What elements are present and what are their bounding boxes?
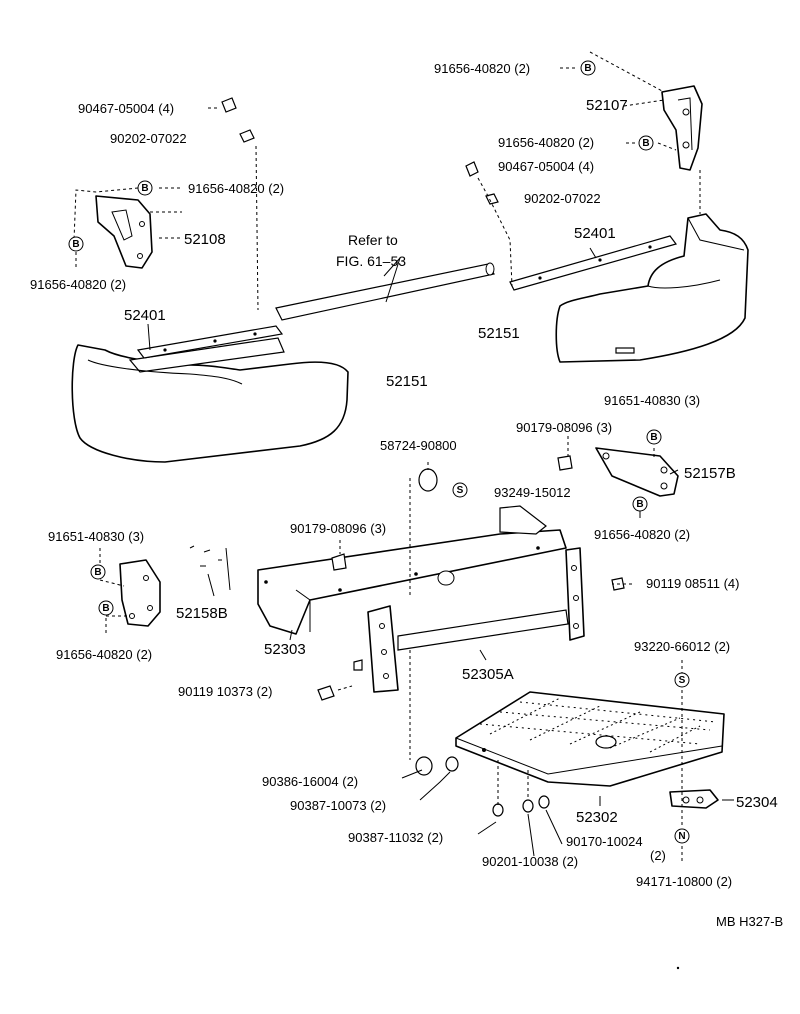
callout-90387-11032: 90387-11032 (2): [348, 830, 443, 845]
callout-90170-qty: (2): [650, 848, 666, 863]
callout-90467-05004: 90467-05004 (4): [498, 159, 594, 174]
clip-plates: [189, 545, 231, 597]
b-symbol: B: [580, 60, 596, 76]
bumper-left-52151: [71, 337, 349, 463]
callout-90170-10024: 90170-10024: [566, 834, 643, 849]
hinge-52304: [669, 789, 719, 809]
svg-text:B: B: [94, 567, 101, 578]
svg-text:B: B: [141, 183, 148, 194]
svg-text:B: B: [584, 63, 591, 74]
callout-90119-10373: 90119 10373 (2): [178, 684, 272, 699]
hardware: [221, 97, 625, 817]
callout-90202-07022: 90202-07022: [524, 191, 601, 206]
callout-91656-40820: 91656-40820 (2): [188, 181, 284, 196]
callout-93249-15012: 93249-15012: [494, 485, 571, 500]
b-symbol: B: [646, 429, 662, 445]
callout-52303: 52303: [264, 641, 306, 658]
callout-52302: 52302: [576, 809, 618, 826]
speck: [676, 966, 680, 970]
callout-94171-10800: 94171-10800 (2): [636, 874, 732, 889]
bracket-52158B: [119, 559, 161, 627]
bumper-right-52151: [555, 213, 749, 363]
svg-text:S: S: [679, 675, 686, 686]
step-frame-52303: [257, 505, 567, 635]
s-symbol: S: [674, 672, 690, 688]
svg-text:N: N: [678, 831, 685, 842]
callout-52108: 52108: [184, 231, 226, 248]
callout-91651-40830: 91651-40830 (3): [48, 529, 144, 544]
svg-text:B: B: [642, 138, 649, 149]
callout-fig-ref: FIG. 61–53: [336, 253, 406, 269]
callout-91656-40820: 91656-40820 (2): [30, 277, 126, 292]
callout-58724-90800: 58724-90800: [380, 438, 457, 453]
callout-91656-40820: 91656-40820 (2): [56, 647, 152, 662]
step-plate-52302: [455, 691, 725, 787]
n-symbol: N: [674, 828, 690, 844]
callout-labels: 91656-40820 (2) 52107 90467-05004 (4) 90…: [30, 61, 783, 929]
callout-90467-05004: 90467-05004 (4): [78, 101, 174, 116]
callout-52401: 52401: [574, 225, 616, 242]
callout-91656-40820: 91656-40820 (2): [594, 527, 690, 542]
leader-lines: [73, 51, 734, 862]
callout-52151: 52151: [478, 325, 520, 342]
svg-text:B: B: [650, 432, 657, 443]
callout-90119-08511: 90119 08511 (4): [646, 576, 739, 591]
step-mount-52305A: [367, 547, 585, 693]
b-symbol: B: [68, 236, 84, 252]
b-symbol: B: [632, 496, 648, 512]
callout-refer-to: Refer to: [348, 232, 398, 248]
svg-text:B: B: [72, 239, 79, 250]
callout-91656-40820: 91656-40820 (2): [498, 135, 594, 150]
callout-91656-40820: 91656-40820 (2): [434, 61, 530, 76]
reinforcement-left-52401: [136, 325, 284, 359]
reinforcement-right-52401: [509, 235, 678, 291]
callout-52107: 52107: [586, 97, 628, 114]
callout-90179-08096: 90179-08096 (3): [290, 521, 386, 536]
bracket-52157B: [595, 447, 679, 497]
bracket-52108: [95, 195, 153, 269]
drawing-id: MB H327-B: [716, 914, 783, 929]
b-symbol: B: [98, 600, 114, 616]
callout-52401: 52401: [124, 307, 166, 324]
callout-90179-08096: 90179-08096 (3): [516, 420, 612, 435]
svg-text:S: S: [457, 485, 464, 496]
b-symbol: B: [638, 135, 654, 151]
symbol-tags: B B B B B B B B S S N: [68, 60, 690, 844]
callout-90202-07022: 90202-07022: [110, 131, 187, 146]
callout-90387-10073: 90387-10073 (2): [290, 798, 386, 813]
callout-90386-16004: 90386-16004 (2): [262, 774, 358, 789]
callout-52305A: 52305A: [462, 666, 514, 683]
callout-90201-10038: 90201-10038 (2): [482, 854, 578, 869]
rail-refer-fig-61-53: [275, 262, 495, 321]
callout-52157B: 52157B: [684, 465, 736, 482]
callout-93220-66012: 93220-66012 (2): [634, 639, 730, 654]
callout-91651-40830: 91651-40830 (3): [604, 393, 700, 408]
callout-52151: 52151: [386, 373, 428, 390]
callout-52304: 52304: [736, 794, 778, 811]
bracket-52107: [661, 85, 703, 171]
b-symbol: B: [137, 180, 153, 196]
s-symbol: S: [452, 482, 468, 498]
callout-52158B: 52158B: [176, 605, 228, 622]
svg-text:B: B: [636, 499, 643, 510]
b-symbol: B: [90, 564, 106, 580]
svg-text:B: B: [102, 603, 109, 614]
